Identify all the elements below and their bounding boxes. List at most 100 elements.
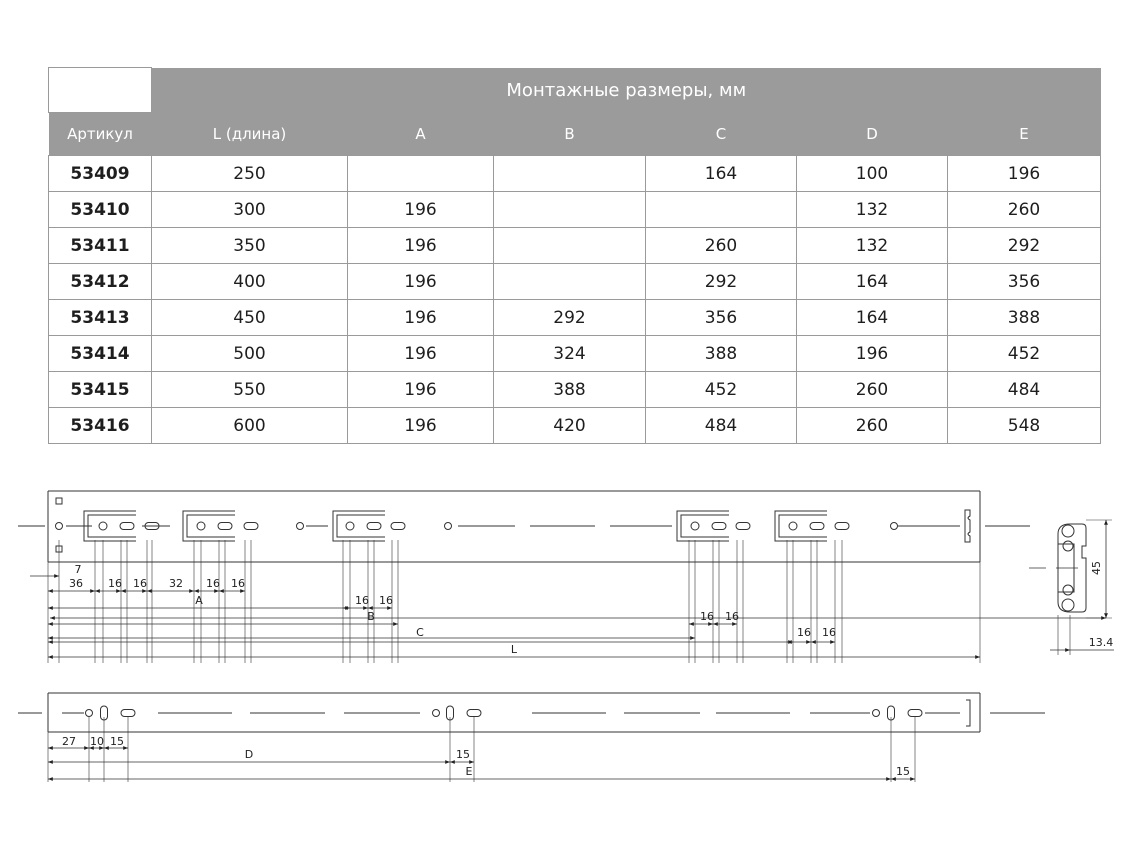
dimension-label: 16 [206, 577, 220, 590]
dimension-cell: 164 [796, 263, 948, 300]
dimension-cell: 350 [151, 227, 348, 264]
mounting-hole [872, 709, 880, 717]
dimension-cell: 100 [796, 155, 948, 192]
horizontal-slot [119, 522, 135, 530]
dimension-label: 15 [110, 735, 124, 748]
dimension-cell: 324 [493, 335, 646, 372]
article-cell: 53414 [48, 335, 152, 372]
rail-cross-section [50, 519, 1114, 655]
dimension-cell [493, 155, 646, 192]
dimension-label: 15 [896, 765, 910, 778]
article-cell: 53415 [48, 371, 152, 408]
dimension-cell: 452 [645, 371, 797, 408]
dimension-label: 16 [108, 577, 122, 590]
dimension-label: 16 [700, 610, 714, 623]
column-header-2: A [347, 112, 494, 156]
mounting-hole [890, 522, 898, 530]
upper-rail-drawing [18, 490, 1030, 663]
dimension-cell: 356 [946, 263, 1102, 300]
article-cell: 53410 [48, 191, 152, 228]
ball-bearing [1061, 598, 1075, 612]
blank-corner-cell [48, 67, 152, 113]
mounting-bracket [676, 510, 729, 542]
dimension-label: 16 [797, 626, 811, 639]
article-cell: 53412 [48, 263, 152, 300]
dimension-label: 16 [822, 626, 836, 639]
mounting-hole [432, 709, 440, 717]
column-header-5: D [796, 112, 948, 156]
horizontal-slot [366, 522, 382, 530]
corner-square [55, 497, 63, 505]
dimension-cell [645, 191, 797, 228]
dimension-cell [493, 263, 646, 300]
dimension-cell: 500 [151, 335, 348, 372]
dimension-cell: 292 [493, 299, 646, 336]
dimension-cell: 388 [493, 371, 646, 408]
dimension-letter-E: E [466, 765, 473, 778]
dimension-letter-L: L [511, 643, 518, 656]
ball-bearing [1062, 584, 1074, 596]
horizontal-slot [243, 522, 259, 530]
dimension-cell: 484 [645, 407, 797, 444]
article-cell: 53411 [48, 227, 152, 264]
article-cell: 53413 [48, 299, 152, 336]
dimension-label: 15 [456, 748, 470, 761]
dimension-cell: 292 [946, 227, 1102, 264]
mounting-bracket [182, 510, 235, 542]
rail-end-notch [964, 509, 971, 543]
column-header-6: E [947, 112, 1101, 156]
mounting-bracket [774, 510, 827, 542]
dimension-cell [493, 191, 646, 228]
dimension-cell: 600 [151, 407, 348, 444]
dimension-cell: 260 [946, 191, 1102, 228]
dimension-cell: 356 [645, 299, 797, 336]
dimension-letter-C: C [416, 626, 424, 639]
dimension-cell: 196 [796, 335, 948, 372]
dimension-cell: 260 [645, 227, 797, 264]
table-group-header-row: Монтажные размеры, мм [48, 67, 1101, 113]
section-width-label: 13.4 [1089, 636, 1114, 649]
article-cell: 53409 [48, 155, 152, 192]
horizontal-slot [834, 522, 850, 530]
dimension-letter-A: A [195, 594, 203, 607]
dimension-cell: 196 [946, 155, 1102, 192]
column-header-0: Артикул [48, 112, 152, 156]
lower-rail-drawing [18, 692, 1045, 782]
dimension-cell [347, 155, 494, 192]
column-header-3: B [493, 112, 646, 156]
dimension-cell: 548 [946, 407, 1102, 444]
mounting-hole [55, 522, 63, 530]
mounting-bracket [332, 510, 385, 542]
section-outer-profile [1057, 523, 1087, 613]
dimension-cell: 196 [347, 263, 494, 300]
mounting-hole [345, 521, 355, 531]
section-height-label: 45 [1090, 561, 1103, 575]
dimension-label: 16 [355, 594, 369, 607]
table-group-title: Монтажные размеры, мм [151, 67, 1101, 113]
dimension-cell: 400 [151, 263, 348, 300]
rail-end-notch [966, 699, 971, 727]
dimension-cell: 164 [796, 299, 948, 336]
mounting-hole [98, 521, 108, 531]
mounting-hole [296, 522, 304, 530]
mounting-hole [788, 521, 798, 531]
horizontal-slot [466, 709, 482, 717]
mounting-hole [690, 521, 700, 531]
mounting-bracket [83, 510, 136, 542]
dimension-cell: 260 [796, 407, 948, 444]
dimension-cell: 550 [151, 371, 348, 408]
dimension-cell: 196 [347, 371, 494, 408]
dimension-label: 10 [90, 735, 104, 748]
dimension-label: 16 [231, 577, 245, 590]
horizontal-slot [144, 522, 160, 530]
dimension-label: 32 [169, 577, 183, 590]
horizontal-slot [217, 522, 233, 530]
